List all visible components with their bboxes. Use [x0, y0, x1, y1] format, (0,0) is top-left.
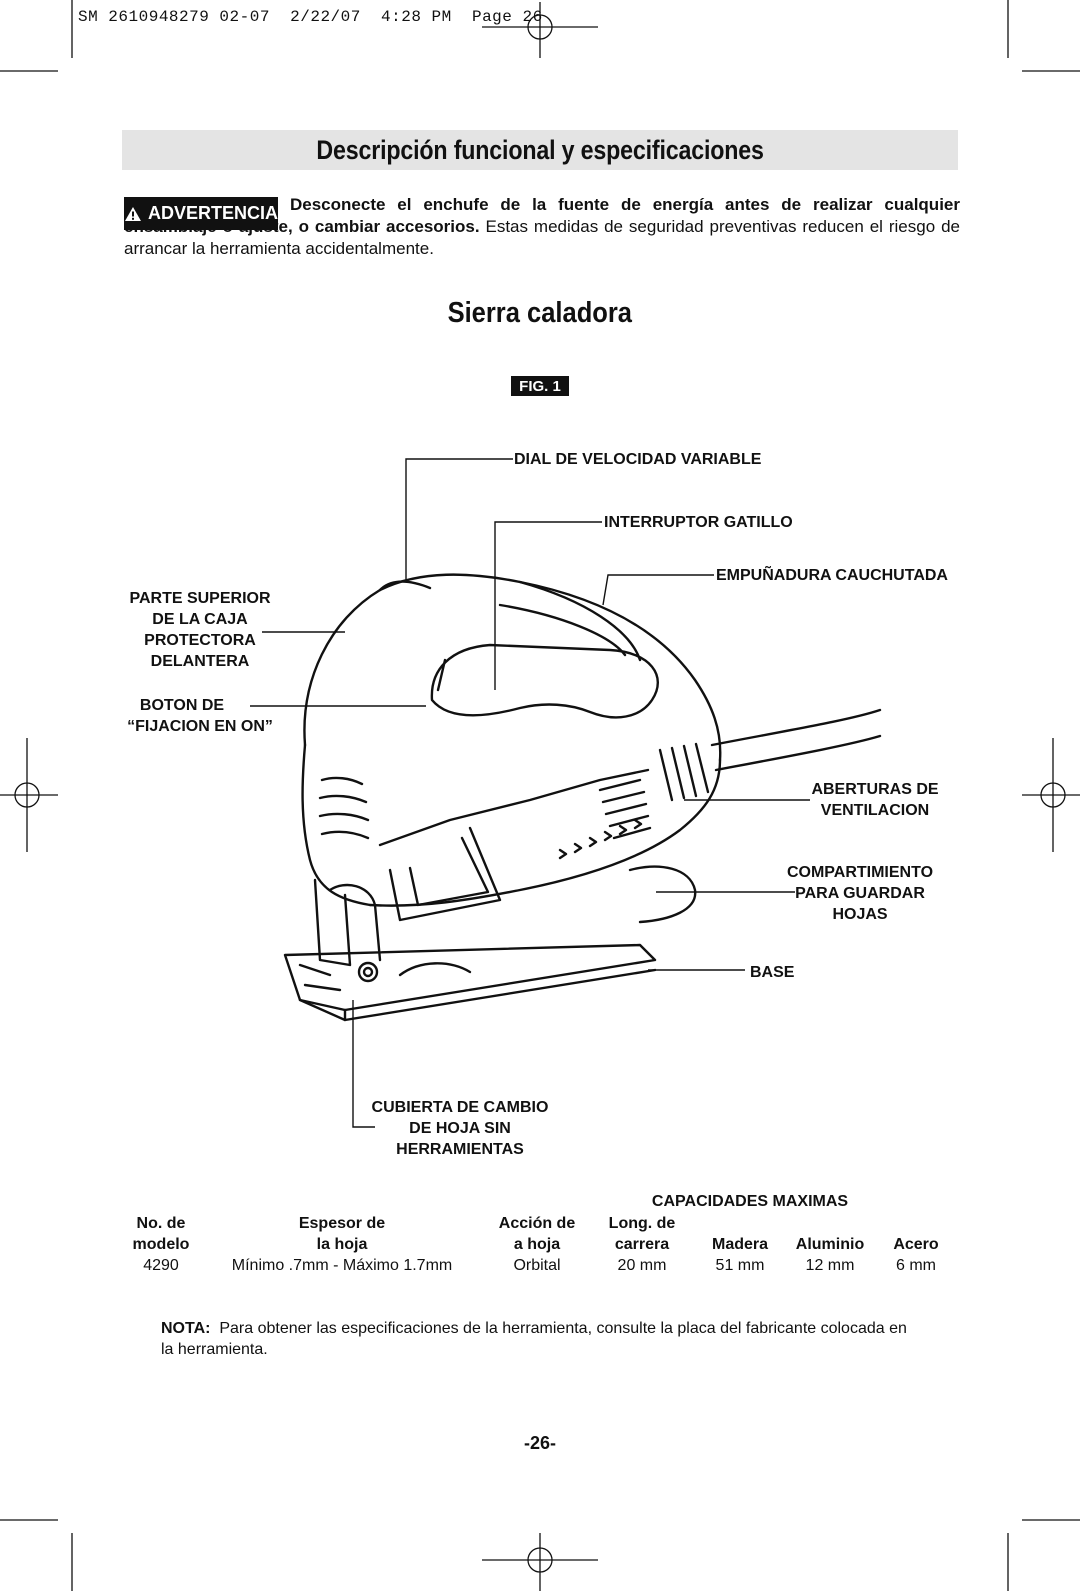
section-title-bar: Descripción funcional y especificaciones: [122, 130, 958, 170]
tool-title-text: Sierra caladora: [447, 297, 633, 329]
specs-header-cell: Acción de: [498, 1214, 576, 1232]
figure-label: FIG. 1: [511, 376, 569, 396]
specs-value-row: 4290 Mínimo .7mm - Máximo 1.7mm Orbital …: [125, 1255, 955, 1276]
callout-housing-top-line: DE LA CAJA: [152, 611, 248, 628]
leader-lines: [250, 458, 810, 1128]
callout-lock-button-line: “FIJACION EN ON”: [127, 718, 273, 735]
specs-value-cell: Orbital: [513, 1256, 561, 1274]
callout-blade-cover-line: CUBIERTA DE CAMBIO: [371, 1099, 549, 1116]
specs-header-cell: Acero: [893, 1235, 939, 1253]
warning-badge-label: ADVERTENCIA: [147, 203, 278, 223]
callout-blade-storage-line: PARA GUARDAR: [795, 885, 925, 902]
specs-header-cell: Espesor de: [298, 1214, 386, 1232]
specs-value-cell: 20 mm: [617, 1256, 667, 1274]
callout-blade-storage-line: COMPARTIMIENTO: [786, 864, 934, 881]
callout-grip: EMPUÑADURA CAUCHUTADA: [716, 567, 948, 584]
warning-badge: ADVERTENCIA: [124, 197, 278, 230]
specs-header-cell: modelo: [132, 1235, 190, 1253]
callout-trigger: INTERRUPTOR GATILLO: [604, 514, 793, 531]
callout-housing-top-line: PROTECTORA: [144, 632, 256, 649]
specs-header-row: modelo la hoja a hoja carrera Madera Alu…: [125, 1234, 955, 1255]
specs-header-row: No. de Espesor de Acción de Long. de: [125, 1213, 955, 1234]
jigsaw-illustration: [283, 573, 882, 1022]
note-text: Para obtener las especificaciones de la …: [161, 1320, 907, 1358]
print-header: SM 2610948279 02-07 2/22/07 4:28 PM Page…: [78, 8, 543, 26]
specs-value-cell: Mínimo .7mm - Máximo 1.7mm: [231, 1256, 453, 1274]
callout-blade-cover: CUBIERTA DE CAMBIO DE HOJA SIN HERRAMIEN…: [360, 1097, 560, 1160]
callout-dial: DIAL DE VELOCIDAD VARIABLE: [514, 451, 762, 468]
specs-value-cell: 4290: [143, 1256, 179, 1274]
specs-value-cell: 12 mm: [805, 1256, 855, 1274]
capacities-header: CAPACIDADES MAXIMAS: [651, 1193, 849, 1210]
callout-base: BASE: [750, 964, 795, 981]
specs-header-cell: Long. de: [608, 1214, 676, 1232]
specs-table: No. de Espesor de Acción de Long. de mod…: [125, 1213, 955, 1276]
specs-header-cell: [697, 1213, 783, 1234]
specs-header-cell: [783, 1213, 877, 1234]
note-label: NOTA:: [161, 1320, 211, 1337]
specs-header-cell: Aluminio: [795, 1235, 865, 1253]
callout-vents-line: VENTILACION: [820, 802, 930, 819]
callout-housing-top-line: DELANTERA: [150, 653, 250, 670]
callout-blade-cover-line: DE HOJA SIN: [409, 1120, 511, 1137]
page-number: -26-: [523, 1433, 556, 1453]
specs-value-cell: 51 mm: [715, 1256, 765, 1274]
section-title: Descripción funcional y especificaciones: [316, 134, 764, 165]
callout-housing-top-line: PARTE SUPERIOR: [129, 590, 271, 607]
callout-vents: ABERTURAS DE VENTILACION: [800, 779, 950, 821]
callout-lock-button: BOTON DE “FIJACION EN ON”: [120, 695, 280, 737]
callout-blade-storage-line: HOJAS: [832, 906, 888, 923]
note-paragraph: NOTA: Para obtener las especificaciones …: [161, 1318, 921, 1360]
callout-housing-top: PARTE SUPERIOR DE LA CAJA PROTECTORA DEL…: [120, 588, 280, 672]
specs-header-cell: Madera: [711, 1235, 769, 1253]
warning-normal-text: Estas medidas de seguridad preventivas r…: [124, 217, 960, 258]
tool-title: Sierra caladora: [0, 297, 1080, 330]
callout-blade-cover-line: HERRAMIENTAS: [396, 1141, 524, 1158]
specs-header-cell: [877, 1213, 955, 1234]
specs-header-cell: a hoja: [513, 1235, 561, 1253]
specs-header-cell: No. de: [136, 1214, 186, 1232]
specs-header-cell: la hoja: [316, 1235, 368, 1253]
callout-lock-button-line: BOTON DE: [139, 697, 225, 714]
specs-value-cell: 6 mm: [896, 1256, 936, 1274]
warning-triangle-icon: [124, 206, 141, 221]
warning-paragraph: Desconecte el enchufe de la fuente de en…: [124, 194, 960, 260]
callout-vents-line: ABERTURAS DE: [811, 781, 939, 798]
specs-header-cell: carrera: [614, 1235, 670, 1253]
callout-blade-storage: COMPARTIMIENTO PARA GUARDAR HOJAS: [780, 862, 940, 925]
